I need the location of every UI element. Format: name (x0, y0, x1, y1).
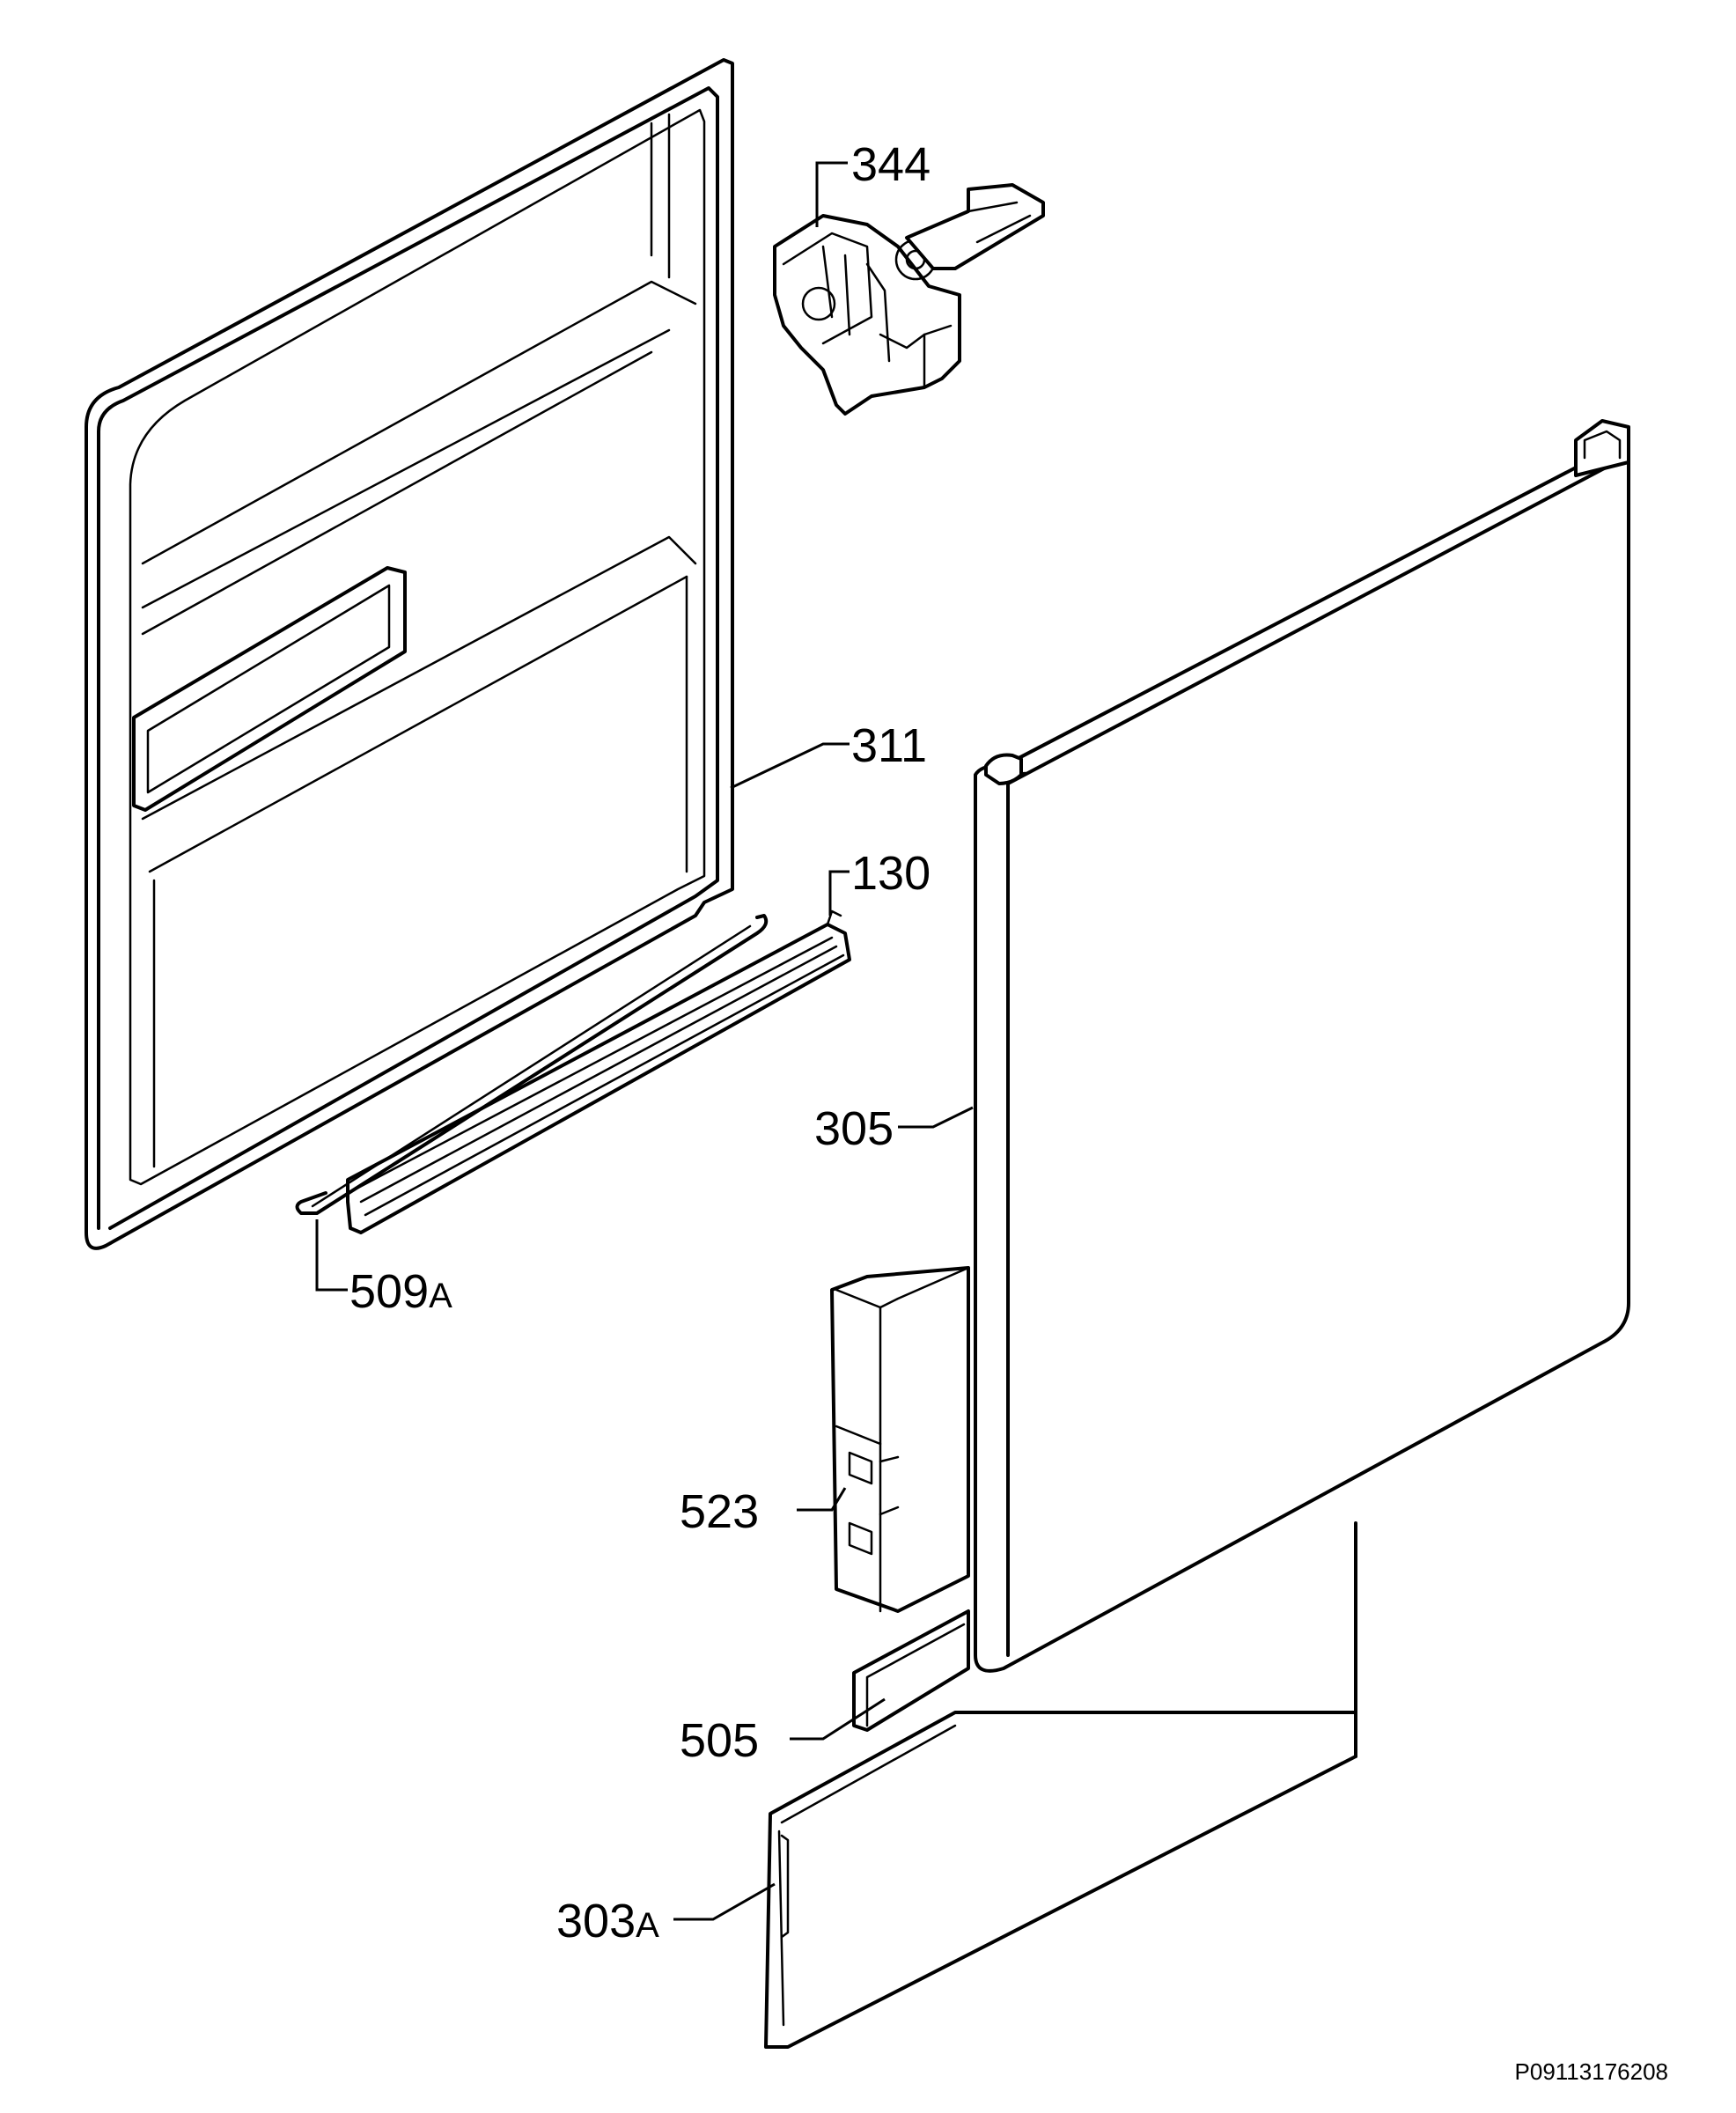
part-509a-rod (295, 914, 769, 1215)
label-505: 505 (680, 1714, 759, 1767)
part-311-inner-door (85, 58, 734, 1250)
part-130-seal (346, 909, 851, 1234)
reference-code: P09113176208 (1515, 2058, 1668, 2085)
label-130: 130 (851, 847, 931, 900)
label-523: 523 (680, 1485, 759, 1538)
part-505-pad (852, 1609, 970, 1732)
leader-lines (315, 161, 974, 1921)
part-523-block (830, 1266, 970, 1613)
label-509a: 509A (349, 1265, 452, 1318)
label-303a: 303A (556, 1895, 659, 1947)
part-305-outer-door (974, 419, 1630, 1673)
label-311: 311 (851, 719, 927, 772)
part-303a-plinth (764, 1521, 1357, 2049)
label-305: 305 (814, 1102, 894, 1155)
part-344-door-lock (773, 183, 1045, 416)
label-344: 344 (851, 138, 931, 191)
